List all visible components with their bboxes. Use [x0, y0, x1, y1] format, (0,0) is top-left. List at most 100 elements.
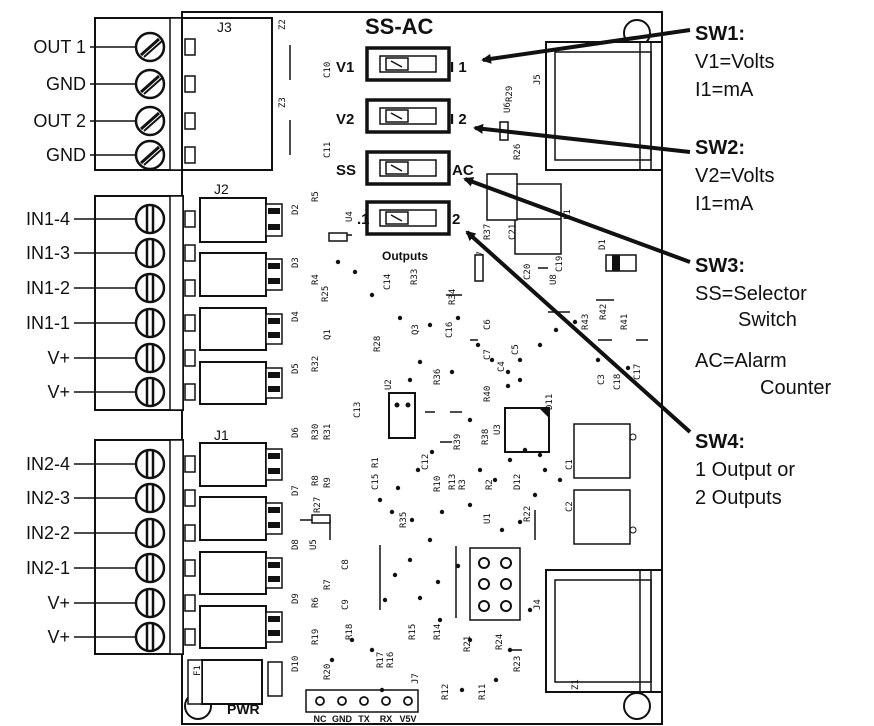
smd-part-4 — [474, 254, 484, 282]
j2-pin-3 — [184, 279, 196, 297]
j2-pin-4 — [184, 314, 196, 332]
pcb-via-13 — [537, 342, 543, 348]
pcb-via-24 — [395, 485, 401, 491]
sw3-line-1: SS=Selector — [695, 283, 807, 305]
sw4-right-label: 2 — [452, 211, 460, 228]
pcb-via-6 — [455, 315, 461, 321]
pcb-via-38 — [493, 677, 499, 683]
sw3-left-label: SS — [336, 162, 356, 179]
j3-pin-3 — [184, 112, 196, 130]
pcb-via-45 — [499, 527, 505, 533]
header-pin-6 — [500, 600, 512, 612]
dip-switch-sw4[interactable] — [365, 200, 451, 236]
pcb-via-34 — [382, 597, 388, 603]
j2-pin-5 — [184, 349, 196, 367]
j1-pin-1 — [184, 455, 196, 473]
header-pin-3 — [478, 578, 490, 590]
sw3-callout: SW3: SS=Selector Switch AC=Alarm Counter — [695, 255, 831, 399]
silk-d12: D12 — [513, 474, 523, 490]
j1-screw-3 — [134, 517, 166, 549]
sw1-right-label: I 1 — [450, 59, 467, 76]
silk-c5: C5 — [511, 344, 521, 355]
pcb-via-53 — [492, 477, 498, 483]
pcb-via-4 — [397, 315, 403, 321]
j2-screw-5 — [134, 342, 166, 374]
serial-pin-label-v5v: V5V — [399, 714, 416, 724]
silk-c2: C2 — [565, 501, 575, 512]
silk-u8: U8 — [549, 274, 559, 285]
sw4-callout: SW4: 1 Output or 2 Outputs — [695, 431, 795, 509]
header-pin-4 — [500, 578, 512, 590]
silk-r28: R28 — [373, 336, 383, 352]
silk-u3: U3 — [493, 424, 503, 435]
silk-d10: D10 — [291, 656, 301, 672]
board-title: SS-AC — [365, 14, 434, 39]
silk-r7: R7 — [323, 579, 333, 590]
silk-c18: C18 — [613, 374, 623, 390]
j3-screw-4 — [134, 139, 166, 171]
silk-c1: C1 — [565, 459, 575, 470]
silk-r43: R43 — [581, 314, 591, 330]
sw2-callout: SW2: V2=Volts I1=mA — [695, 137, 775, 215]
j5-label: J5 — [533, 74, 543, 85]
input-relay-8 — [199, 605, 283, 649]
input-relay-1 — [199, 197, 283, 243]
pcb-via-16 — [595, 357, 601, 363]
dip-switch-sw3[interactable] — [365, 150, 451, 186]
dip-switch-sw1[interactable] — [365, 46, 451, 82]
sw3-line-3: AC=Alarm — [695, 350, 787, 372]
pcb-via-54 — [507, 457, 513, 463]
dip-switch-sw2[interactable] — [365, 98, 451, 134]
sw4-line-1: 1 Output or — [695, 459, 795, 481]
j5-jack: J5 — [533, 41, 663, 171]
pcb-via-20 — [449, 369, 455, 375]
silk-r42: R42 — [599, 304, 609, 320]
silk-d7: D7 — [291, 485, 301, 496]
pcb-via-12 — [517, 377, 523, 383]
pcb-via-15 — [572, 319, 578, 325]
silk-l1: L1 — [563, 209, 573, 220]
silk-d5: D5 — [291, 363, 301, 374]
j1-screw-1 — [134, 448, 166, 480]
j2-label-1: IN1-4 — [26, 209, 70, 229]
silk-r2: R2 — [485, 479, 495, 490]
sw1-line-1: V1=Volts — [695, 51, 775, 73]
sw3-line-2: Switch — [738, 309, 797, 331]
silk-r19: R19 — [311, 629, 321, 645]
pcb-via-44 — [517, 519, 523, 525]
serial-pin-3 — [359, 696, 369, 706]
j3-pin-4 — [184, 146, 196, 164]
pcb-via-48 — [369, 647, 375, 653]
f1-label: F1 — [193, 665, 203, 676]
sw4-left-label: .1 — [357, 211, 370, 228]
silk-c4: C4 — [497, 361, 507, 372]
input-relay-6 — [199, 496, 283, 541]
pcb-via-56 — [537, 452, 543, 458]
sw2-left-label: V2 — [336, 111, 354, 128]
pcb-via-5 — [427, 322, 433, 328]
silk-z2: Z2 — [278, 19, 288, 30]
j1-screw-5 — [134, 587, 166, 619]
silk-c11: C11 — [323, 142, 333, 158]
sw3-right-label: AC — [452, 162, 474, 179]
silk-r3: R3 — [458, 479, 468, 490]
sw2-arrow — [473, 123, 691, 154]
silk-r32: R32 — [311, 356, 321, 372]
pcb-via-9 — [505, 369, 511, 375]
j1-label-2: IN2-3 — [26, 488, 70, 508]
j1-pin-6 — [184, 628, 196, 646]
serial-pin-label-nc: NC — [314, 714, 327, 724]
sw1-left-label: V1 — [336, 59, 354, 76]
j3-screw-2 — [134, 68, 166, 100]
pcb-via-22 — [429, 449, 435, 455]
input-relay-5 — [199, 442, 283, 487]
pcb-via-17 — [625, 365, 631, 371]
serial-pin-5 — [403, 696, 413, 706]
pcb-via-40 — [527, 607, 533, 613]
j2-pin-1 — [184, 210, 196, 228]
serial-pin-label-gnd: GND — [332, 714, 353, 724]
silk-r34: R34 — [448, 289, 458, 305]
j2-label-2: IN1-3 — [26, 243, 70, 263]
silk-r27: R27 — [313, 497, 323, 513]
pcb-via-41 — [542, 467, 548, 473]
